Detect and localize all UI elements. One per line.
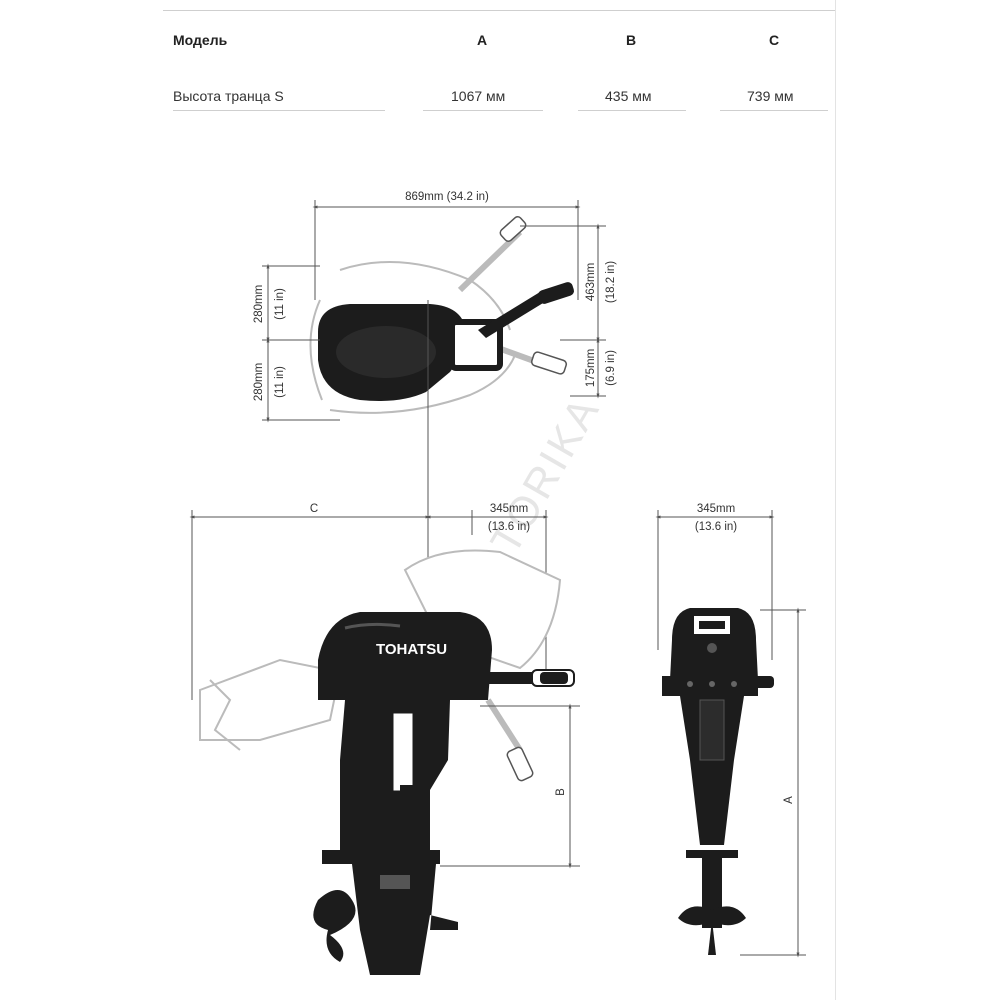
ghost-outline-upper [339, 261, 511, 331]
transom-clamp [390, 710, 416, 794]
anticavitation-plate [322, 850, 440, 864]
brand-logo: TOHATSU [376, 641, 447, 658]
row-underline-b [578, 110, 686, 111]
bracket-bolt-2 [709, 681, 715, 687]
header-c: C [769, 32, 780, 48]
rear-midsection [680, 696, 744, 845]
ghost-outline-lower [329, 354, 516, 414]
dim-c-label: C [310, 503, 318, 515]
row-label: Высота транца S [173, 88, 284, 104]
ghost-grip-down [530, 351, 568, 375]
ghost-lower-unit [199, 658, 342, 741]
dim-right-lower-in: (6.9 in) [605, 350, 617, 386]
row-underline-c [720, 110, 828, 111]
dim-a-label: A [783, 796, 795, 804]
dim-rear-width-mm: 345mm [697, 503, 735, 515]
dim-345-mm: 345mm [490, 503, 528, 515]
top-view: 869mm (34.2 in) 280mm (11 in) 280mm (11 … [253, 191, 617, 620]
clamp-screw [400, 785, 414, 797]
lower-unit [352, 864, 458, 975]
dim-left-lower-mm: 280mm [253, 363, 265, 401]
side-tiller-arm [484, 672, 536, 684]
rear-label-text-block [699, 621, 725, 629]
ghost-side-grip [506, 746, 534, 782]
rear-cowl-emblem [707, 643, 717, 653]
rear-prop-blade-left [678, 906, 712, 926]
dim-left-lower-in: (11 in) [274, 366, 286, 398]
dim-right-lower-mm: 175mm [585, 349, 597, 387]
propeller [313, 890, 356, 962]
header-a: A [477, 32, 488, 48]
side-tiller-grip-inner [540, 672, 568, 684]
top-divider [163, 10, 835, 11]
ghost-side-tiller [485, 698, 523, 752]
dim-345-in: (13.6 in) [488, 521, 530, 533]
rear-skeg [708, 920, 716, 955]
tiller-arm [478, 292, 548, 338]
ghost-grip-up [499, 215, 527, 243]
dim-width-label: 869mm (34.2 in) [405, 191, 489, 203]
right-divider [835, 0, 836, 1000]
header-model: Модель [173, 32, 228, 48]
value-c: 739 мм [747, 88, 794, 104]
lower-unit-badge [380, 875, 410, 889]
dim-b-label: B [555, 788, 567, 796]
row-underline-a [423, 110, 543, 111]
rear-midsection-detail [699, 699, 725, 761]
cowl-stripe [344, 622, 401, 630]
rear-anticav-plate [686, 850, 738, 858]
dim-right-upper-in: (18.2 in) [605, 261, 617, 303]
dim-left-upper-in: (11 in) [274, 288, 286, 320]
dim-right-upper-mm: 463mm [585, 263, 597, 301]
rear-prop-blade-right [712, 906, 746, 926]
side-view: C 345mm (13.6 in) TOHATSU B [189, 503, 580, 975]
header-b: B [626, 32, 637, 48]
tiller-grip [538, 282, 574, 304]
dim-rear-width-in: (13.6 in) [695, 521, 737, 533]
bracket-bolt-3 [731, 681, 737, 687]
row-underline-label [173, 110, 385, 111]
rear-view: 345mm (13.6 in) A [655, 503, 806, 958]
cowl-top-panel [336, 326, 436, 378]
value-b: 435 мм [605, 88, 652, 104]
bracket-bolt-1 [687, 681, 693, 687]
ghost-outline-front [309, 299, 323, 401]
value-a: 1067 мм [451, 88, 506, 104]
engine-cowl [318, 612, 492, 700]
dim-left-upper-mm: 280mm [253, 285, 265, 323]
ghost-propeller [209, 679, 241, 751]
